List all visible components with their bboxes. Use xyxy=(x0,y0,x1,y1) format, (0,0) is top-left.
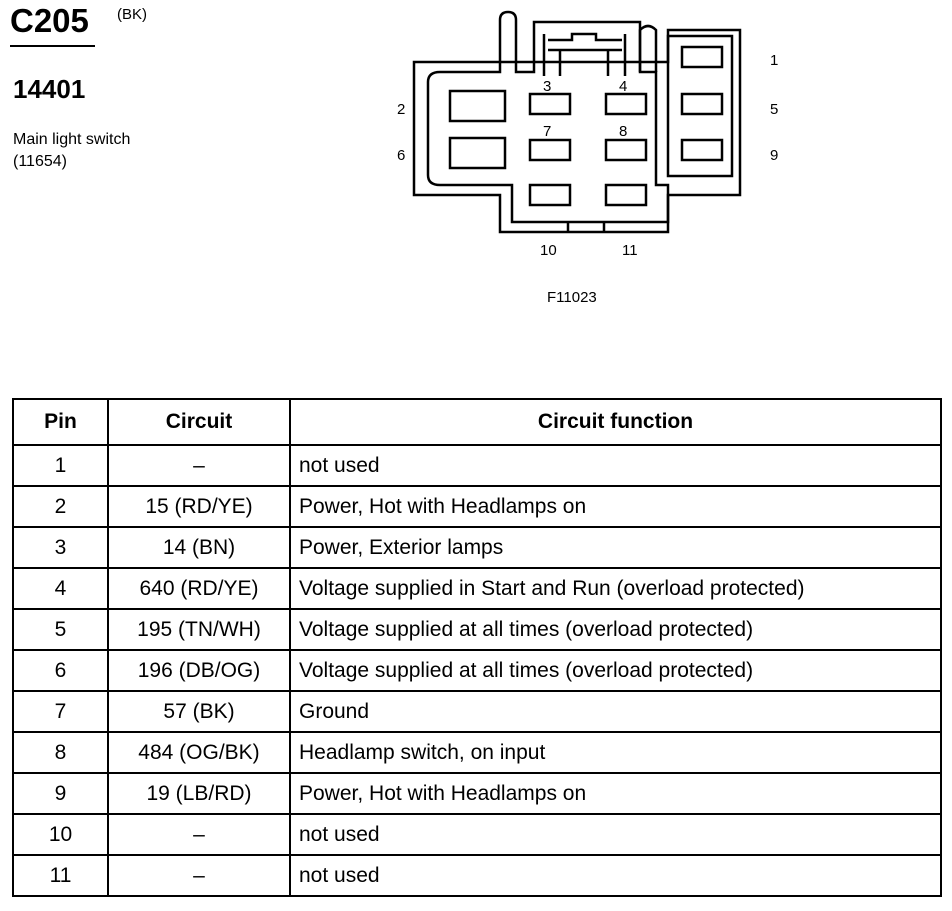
column-header-function: Circuit function xyxy=(289,398,942,446)
function-cell: not used xyxy=(289,444,942,487)
function-cell: Voltage supplied in Start and Run (overl… xyxy=(289,567,942,610)
circuit-cell: 15 (RD/YE) xyxy=(107,485,291,528)
circuit-cell: 19 (LB/RD) xyxy=(107,772,291,815)
pin-cell: 3 xyxy=(12,526,109,569)
pin-cell: 5 xyxy=(12,608,109,651)
cavity-7 xyxy=(528,138,572,162)
table-row: 11–not used xyxy=(12,854,942,897)
circuit-cell: 57 (BK) xyxy=(107,690,291,733)
cavity-1 xyxy=(680,45,724,69)
circuit-cell: 195 (TN/WH) xyxy=(107,608,291,651)
connector-id: C205 xyxy=(10,2,89,39)
component-description: Main light switch (11654) xyxy=(13,129,130,173)
pin-label-8: 8 xyxy=(619,123,627,140)
table-row: 10–not used xyxy=(12,813,942,856)
table-row: 1–not used xyxy=(12,444,942,487)
pin-cell: 8 xyxy=(12,731,109,774)
circuit-cell: 484 (OG/BK) xyxy=(107,731,291,774)
column-header-circuit: Circuit xyxy=(107,398,291,446)
function-cell: Power, Hot with Headlamps on xyxy=(289,772,942,815)
pin-label-2: 2 xyxy=(397,101,405,118)
connector-right-tab xyxy=(666,34,734,178)
cavity-2 xyxy=(448,89,507,123)
pin-label-1: 1 xyxy=(770,52,778,69)
connector-bottom-key xyxy=(566,222,606,232)
pin-label-11: 11 xyxy=(622,242,638,259)
circuit-cell: 196 (DB/OG) xyxy=(107,649,291,692)
pin-cell: 2 xyxy=(12,485,109,528)
figure-id: F11023 xyxy=(547,289,597,306)
circuit-cell: – xyxy=(107,444,291,487)
function-cell: not used xyxy=(289,854,942,897)
connector-face-diagram: 1 2 3 4 5 6 7 8 9 10 11 F11023 xyxy=(397,10,778,306)
circuit-cell: 640 (RD/YE) xyxy=(107,567,291,610)
table-header-row: Pin Circuit Circuit function xyxy=(12,398,942,446)
cavity-11 xyxy=(604,183,648,207)
connector-left-tab xyxy=(638,24,658,72)
part-number: 14401 xyxy=(13,74,86,104)
circuit-cell: – xyxy=(107,813,291,856)
function-cell: Headlamp switch, on input xyxy=(289,731,942,774)
cavity-4 xyxy=(604,92,648,116)
cavity-9 xyxy=(680,138,724,162)
connector-color: (BK) xyxy=(117,6,147,23)
cavity-10 xyxy=(528,183,572,207)
cavity-3 xyxy=(528,92,572,116)
connector-latch xyxy=(542,32,627,76)
connector-outer-body xyxy=(412,28,742,234)
function-cell: Power, Exterior lamps xyxy=(289,526,942,569)
column-header-pin: Pin xyxy=(12,398,109,446)
function-cell: Power, Hot with Headlamps on xyxy=(289,485,942,528)
pin-cell: 11 xyxy=(12,854,109,897)
pin-label-9: 9 xyxy=(770,147,778,164)
cavity-5 xyxy=(680,92,724,116)
cavity-8 xyxy=(604,138,648,162)
pin-label-5: 5 xyxy=(770,101,778,118)
pin-label-4: 4 xyxy=(619,78,627,95)
component-ref: (11654) xyxy=(13,153,67,170)
cavity-6 xyxy=(448,136,507,170)
function-cell: Voltage supplied at all times (overload … xyxy=(289,608,942,651)
pin-cell: 6 xyxy=(12,649,109,692)
function-cell: Ground xyxy=(289,690,942,733)
pin-cell: 1 xyxy=(12,444,109,487)
function-cell: Voltage supplied at all times (overload … xyxy=(289,649,942,692)
connector-inner-body xyxy=(426,10,670,224)
pin-cell: 7 xyxy=(12,690,109,733)
circuit-cell: 14 (BN) xyxy=(107,526,291,569)
pin-label-6: 6 xyxy=(397,147,405,164)
component-name: Main light switch xyxy=(13,131,131,148)
pin-label-7: 7 xyxy=(543,123,551,140)
pin-cell: 4 xyxy=(12,567,109,610)
circuit-cell: – xyxy=(107,854,291,897)
pin-label-3: 3 xyxy=(543,78,551,95)
pin-cell: 10 xyxy=(12,813,109,856)
pin-cell: 9 xyxy=(12,772,109,815)
pin-label-10: 10 xyxy=(540,242,557,259)
title-underline xyxy=(10,45,95,47)
function-cell: not used xyxy=(289,813,942,856)
